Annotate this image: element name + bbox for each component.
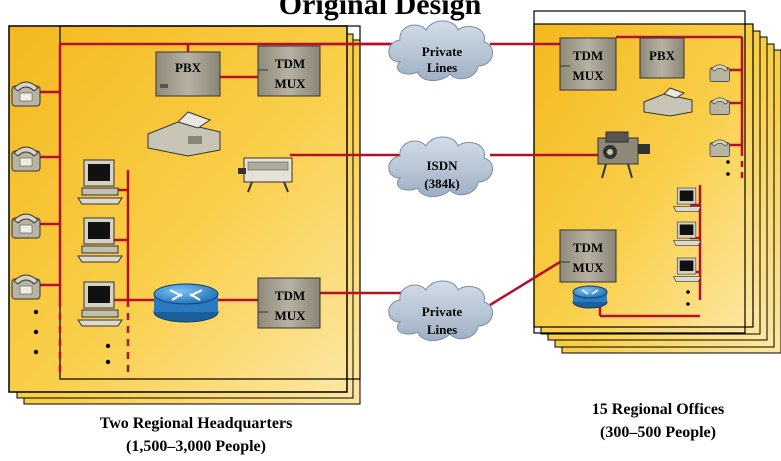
- cloud-private-lines-top: Private Lines: [388, 20, 493, 81]
- hq-phones: [11, 81, 41, 355]
- cloud-isdn: ISDN (384k): [388, 136, 493, 197]
- hq-mux-top-line1: TDM: [275, 56, 305, 71]
- office-pbx-label: PBX: [649, 48, 676, 63]
- hq-caption-line2: (1,500–3,000 People): [126, 438, 266, 455]
- video-unit-icon: [238, 157, 293, 193]
- video-camera-icon: [597, 131, 650, 179]
- router-icon: [572, 285, 608, 309]
- workstation-icon: [673, 257, 702, 282]
- workstation-icon: [77, 159, 123, 205]
- telephone-icon: [11, 213, 41, 239]
- cloud-label-line1: Private: [422, 44, 463, 59]
- ellipsis-dots: [686, 290, 690, 306]
- network-links: [38, 35, 744, 378]
- ellipsis-dots: [33, 309, 39, 355]
- tdm-mux-icon: TDM MUX: [559, 229, 617, 283]
- telephone-icon: [11, 81, 41, 107]
- diagram-title: Original Design: [279, 0, 482, 21]
- cloud-label-line2: Lines: [427, 322, 457, 337]
- hq-mux-bottom-line1: TDM: [275, 288, 305, 303]
- hq-caption-line1: Two Regional Headquarters: [100, 415, 293, 432]
- office-phones: [709, 64, 730, 176]
- office-mux-top-line1: TDM: [573, 48, 603, 63]
- cloud-private-lines-bottom: Private Lines: [388, 280, 493, 341]
- tdm-mux-icon: TDM MUX: [257, 277, 321, 329]
- router-icon: [153, 283, 219, 323]
- hq-mux-top-line2: MUX: [274, 76, 306, 91]
- telephone-icon: [11, 274, 41, 300]
- workstation-icon: [673, 187, 702, 212]
- fax-machine-icon: [147, 111, 221, 157]
- ellipsis-dots: [105, 343, 111, 365]
- hq-mux-bottom-line2: MUX: [274, 308, 306, 323]
- cloud-label-line2: Lines: [427, 60, 457, 75]
- tdm-mux-icon: TDM MUX: [257, 45, 321, 97]
- office-workstations: [673, 187, 702, 306]
- hq-pbx-label: PBX: [175, 60, 202, 75]
- offices-caption-line2: (300–500 People): [600, 424, 716, 441]
- workstation-icon: [673, 221, 702, 246]
- cloud-label-line1: Private: [422, 304, 463, 319]
- office-mux-top-line2: MUX: [572, 68, 604, 83]
- pbx-icon: PBX: [155, 51, 221, 97]
- fax-machine-icon: [643, 87, 693, 117]
- offices-caption-line1: 15 Regional Offices: [592, 401, 724, 418]
- telephone-icon: [709, 97, 730, 115]
- tdm-mux-icon: TDM MUX: [559, 37, 617, 91]
- office-mux-bottom-line2: MUX: [572, 260, 604, 275]
- telephone-icon: [709, 139, 730, 157]
- ellipsis-dots: [726, 160, 730, 176]
- pbx-icon: PBX: [639, 37, 685, 79]
- office-mux-bottom-line1: TDM: [573, 240, 603, 255]
- hq-workstations: [77, 159, 123, 365]
- telephone-icon: [11, 146, 41, 172]
- workstation-icon: [77, 217, 123, 263]
- telephone-icon: [709, 64, 730, 82]
- workstation-icon: [77, 281, 123, 327]
- cloud-label-line2: (384k): [424, 176, 459, 191]
- cloud-label-line1: ISDN: [426, 158, 458, 173]
